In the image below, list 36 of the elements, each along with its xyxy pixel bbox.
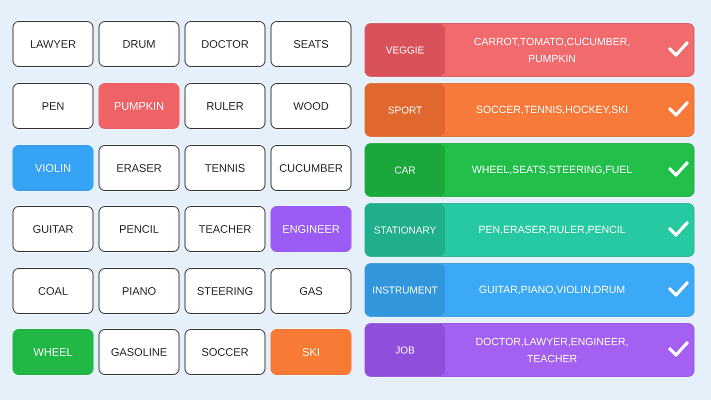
word-tile: GUITAR [12, 206, 94, 252]
word-tile: ERASER [98, 145, 180, 191]
category-label: JOB [365, 324, 445, 376]
selected-word-tile: ENGINEER [270, 206, 352, 252]
word-tile: COAL [12, 268, 94, 314]
word-tile: SEATS [270, 21, 352, 67]
word-tile: PEN [12, 83, 94, 129]
word-tile: CUCUMBER [270, 145, 352, 191]
word-list: DOCTOR,LAWYER,ENGINEER, TEACHER [476, 338, 628, 362]
word-tile: TEACHER [184, 206, 266, 252]
word-list: SOCCER,TENNIS,HOCKEY,SKI [476, 106, 628, 114]
selected-word-tile: WHEEL [12, 329, 94, 375]
word-list: CARROT,TOMATO,CUCUMBER, PUMPKIN [474, 38, 630, 62]
word-tile: RULER [184, 83, 266, 129]
word-tile: PIANO [98, 268, 180, 314]
selected-word-tile: SKI [270, 329, 352, 375]
selected-word-tile: PUMPKIN [98, 83, 180, 129]
word-tile: STEERING [184, 268, 266, 314]
category-label: STATIONARY [365, 204, 445, 256]
word-list: WHEEL,SEATS,STEERING,FUEL [472, 166, 632, 174]
word-tile: WOOD [270, 83, 352, 129]
word-tile: GAS [270, 268, 352, 314]
word-tile: DOCTOR [184, 21, 266, 67]
word-tile: TENNIS [184, 145, 266, 191]
word-tile: DRUM [98, 21, 180, 67]
word-tile: PENCIL [98, 206, 180, 252]
word-tile: LAWYER [12, 21, 94, 67]
category-label: INSTRUMENT [365, 264, 445, 316]
category-label: VEGGIE [365, 24, 445, 76]
category-label: CAR [365, 144, 445, 196]
category-label: SPORT [365, 84, 445, 136]
word-list: GUITAR,PIANO,VIOLIN,DRUM [479, 286, 624, 294]
word-list: PEN,ERASER,RULER,PENCIL [479, 226, 626, 234]
word-tile: SOCCER [184, 329, 266, 375]
selected-word-tile: VIOLIN [12, 145, 94, 191]
word-tile: GASOLINE [98, 329, 180, 375]
